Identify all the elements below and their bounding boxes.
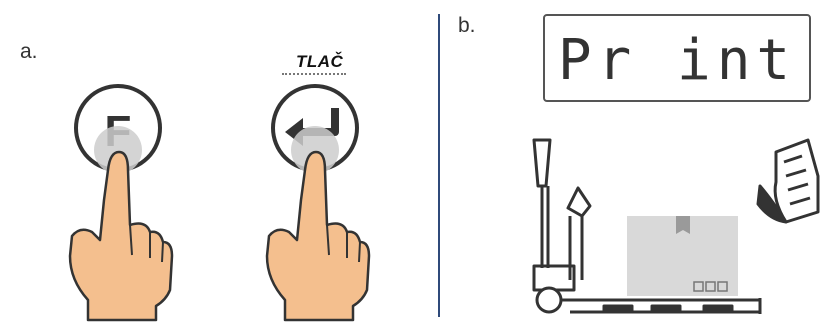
pointing-hand-icon: [267, 152, 369, 320]
package-box-icon: [627, 216, 738, 296]
pointing-hand-icon: [70, 152, 172, 320]
receipt-printout-icon: [758, 140, 818, 222]
